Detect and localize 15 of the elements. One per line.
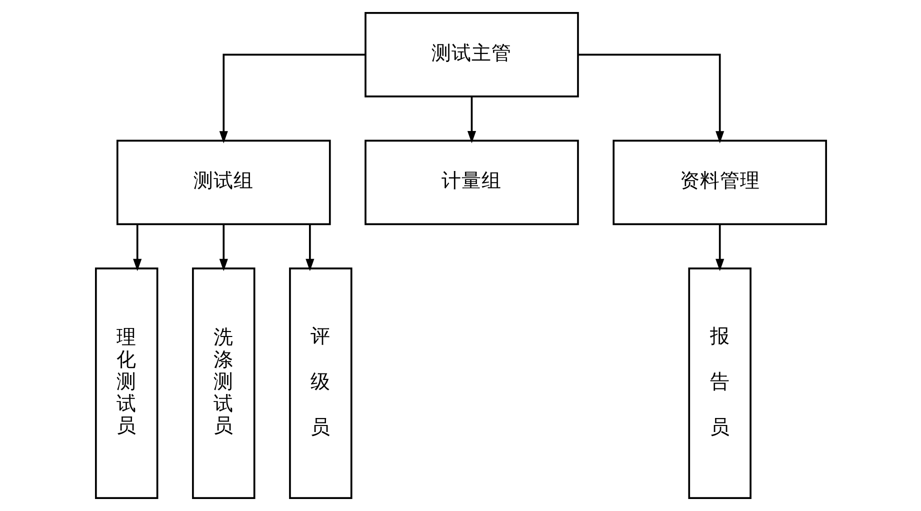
- node-box: 报告员: [688, 267, 751, 499]
- arrow: [466, 96, 476, 144]
- arrow: [715, 224, 724, 272]
- arrow: [132, 224, 142, 272]
- node-box: 理化测试员: [94, 267, 158, 499]
- node-box: 洗涤测试员: [192, 267, 255, 499]
- node-box: 计量组: [364, 140, 578, 226]
- arrow: [578, 54, 724, 144]
- node-box: 测试组: [116, 140, 330, 226]
- arrow: [218, 54, 365, 144]
- node-box: 评级员: [288, 267, 352, 499]
- node-box: 资料管理: [612, 140, 826, 226]
- node-box: 测试主管: [364, 12, 578, 98]
- arrow: [305, 224, 314, 272]
- arrow: [218, 224, 228, 272]
